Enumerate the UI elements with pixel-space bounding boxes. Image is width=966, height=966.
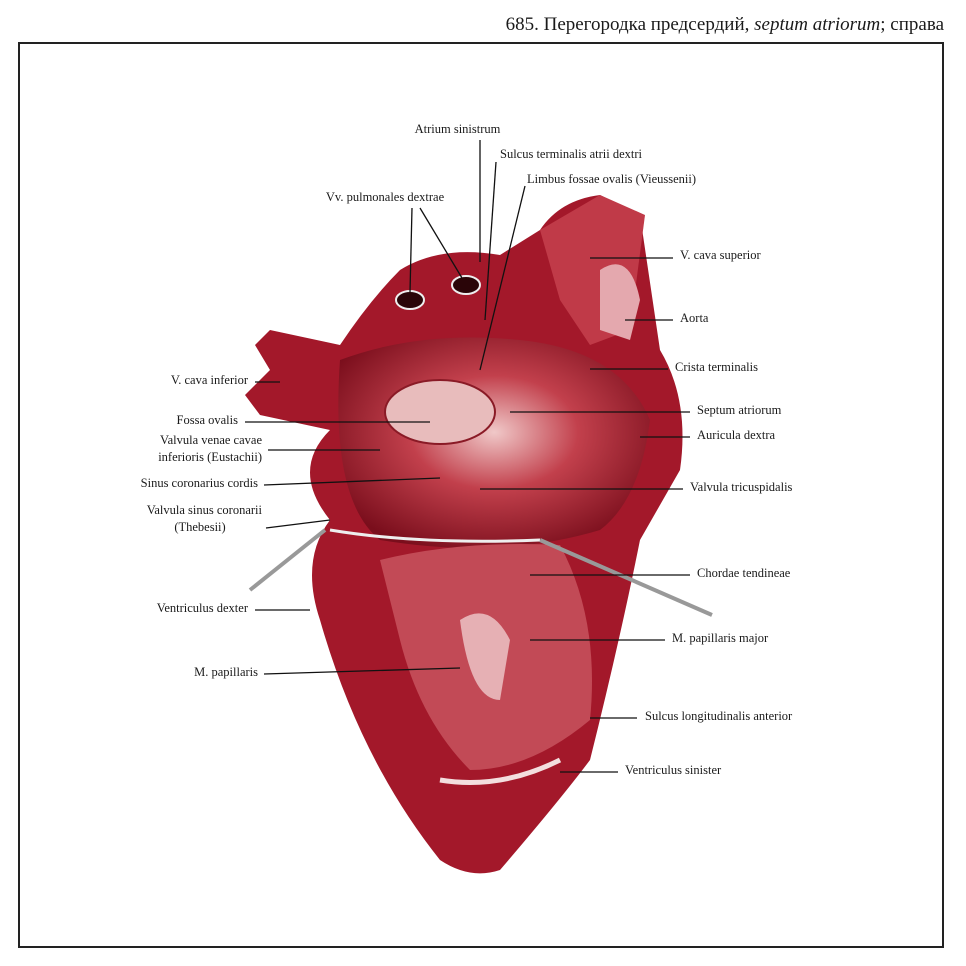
label-chordae-tendineae: Chordae tendineae [697, 566, 791, 580]
label-m-papillaris: M. papillaris [194, 665, 258, 679]
label-valvula-sinus-1: Valvula sinus coronarii [146, 503, 262, 517]
label-m-papillaris-major: M. papillaris major [672, 631, 769, 645]
caption-suffix: ; справа [880, 14, 944, 35]
label-valvula-tricuspidalis: Valvula tricuspidalis [690, 480, 793, 494]
label-sulcus-longitudinalis: Sulcus longitudinalis anterior [645, 709, 793, 723]
label-atrium-sinistrum: Atrium sinistrum [414, 122, 501, 136]
label-ventriculus-sinister: Ventriculus sinister [625, 763, 722, 777]
fossa-ovalis-shape [384, 379, 496, 445]
label-sinus-coronarius: Sinus coronarius cordis [140, 476, 258, 490]
label-aorta: Aorta [680, 311, 709, 325]
label-valvula-venae-cavae-1: Valvula venae cavae [159, 433, 262, 447]
figure-caption: 685. Перегородка предсердий, septum atri… [506, 14, 944, 36]
label-limbus-fossae-ovalis: Limbus fossae ovalis (Vieussenii) [527, 172, 697, 186]
leader-lines [245, 140, 690, 773]
label-valvula-sinus-2: (Thebesii) [174, 520, 226, 534]
label-valvula-venae-cavae-2: inferioris (Eustachii) [158, 450, 262, 464]
figure-frame [18, 42, 944, 948]
caption-latin: septum atriorum [754, 14, 881, 35]
label-ventriculus-dexter: Ventriculus dexter [156, 601, 248, 615]
label-septum-atriorum: Septum atriorum [697, 403, 782, 417]
label-vv-pulmonales: Vv. pulmonales dextrae [325, 190, 445, 204]
label-crista-terminalis: Crista terminalis [675, 360, 758, 374]
label-auricula-dextra: Auricula dextra [697, 428, 776, 442]
label-fossa-ovalis: Fossa ovalis [176, 413, 238, 427]
label-sulcus-terminalis: Sulcus terminalis atrii dextri [500, 147, 642, 161]
heart-outline [245, 195, 713, 874]
label-v-cava-inferior: V. cava inferior [170, 373, 248, 387]
label-v-cava-superior: V. cava superior [680, 248, 761, 262]
caption-text: 685. Перегородка предсердий, [505, 14, 755, 35]
